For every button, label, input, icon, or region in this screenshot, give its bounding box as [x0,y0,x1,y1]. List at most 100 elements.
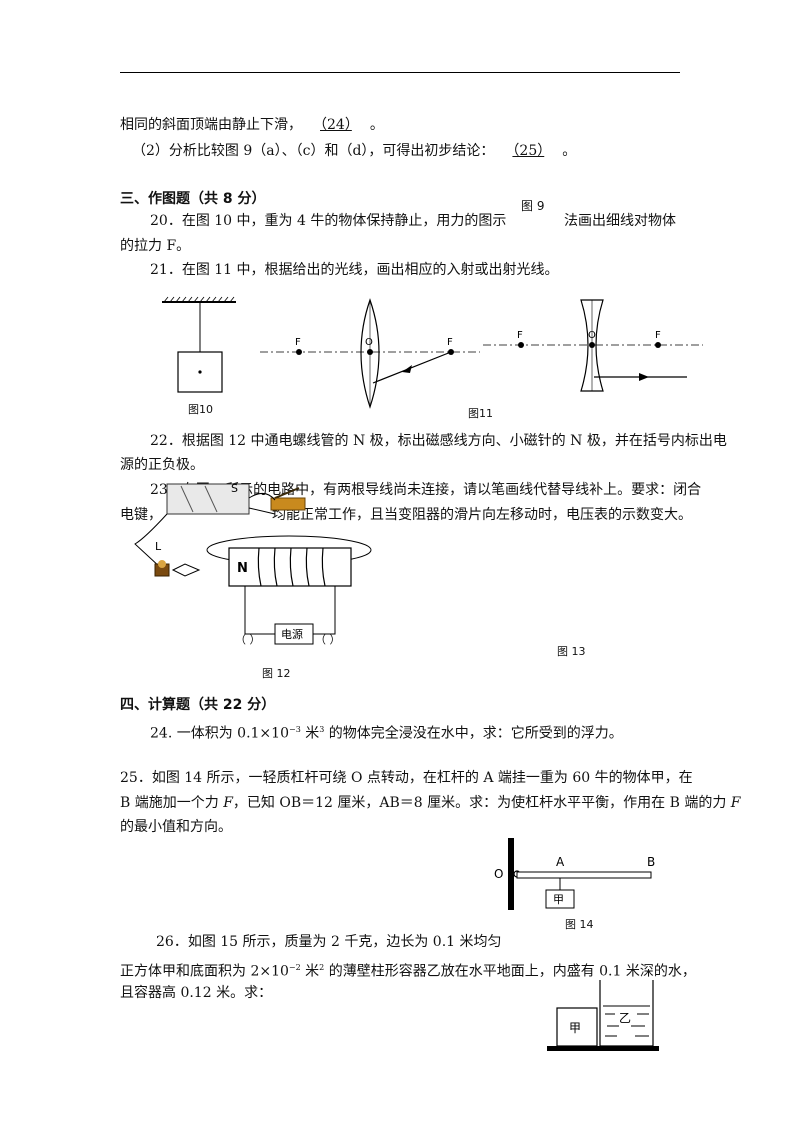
wire-2 [134,513,168,569]
switch-base [270,497,306,511]
ray-through-focus [372,351,452,384]
circuit-wire-left [244,586,275,635]
q19-continuation-end: 。 [369,117,384,133]
f-label-4: F [655,330,661,341]
container-yi-label: 乙 [619,1011,631,1025]
o-label: O [494,867,503,881]
q25-f-symbol: F [223,795,233,811]
o-label-2: O [588,330,596,341]
q26-line1: 26．如图 15 所示，质量为 2 千克，边长为 0.1 米均匀 [156,934,502,950]
q20-line2: 的拉力 F。 [120,238,191,254]
b-label: B [647,855,655,869]
bracket-right: （ ） [315,633,341,646]
q19-part2-end: 。 [562,143,577,159]
fig10-caption: 图10 [188,403,213,416]
q19-continuation: 相同的斜面顶端由静止下滑， （24） 。 [120,115,384,135]
lamp-bulb [158,560,166,568]
object-jia [545,889,575,909]
q20-line1: 20．在图 10 中，重为 4 牛的物体保持静止，用力的图示 [150,211,506,231]
concave-lens [580,299,604,392]
fig9-caption: 图 9 [521,199,545,213]
q25-line2-b: ，已知 OB＝12 厘米，AB＝8 厘米。求：为使杠杆水平平衡，作用在 B 端的… [232,795,731,811]
f-label-2: F [447,337,453,348]
fig14-caption: 图 14 [565,918,594,931]
solenoid-coils [257,547,326,587]
figure-14: O A B 甲 [494,838,655,910]
q24-text: 24. 一体积为 0.1×10−3 米3 的物体完全浸没在水中，求：它所受到的浮… [150,720,623,744]
o-label-1: O [365,337,373,348]
optical-center-left [367,349,373,355]
s-label: S [231,482,238,495]
q26-line3: 且容器高 0.12 米。求： [120,985,273,1001]
q22-line1: 22．根据图 12 中通电螺线管的 N 极，标出磁感线方向、小磁针的 N 极，并… [150,433,727,449]
ceiling-hatch [163,296,235,303]
block-center-dot [198,370,202,374]
q26-line2-b: 米 [300,963,320,980]
q23-line2-a: 电键， [120,507,162,523]
q20-text-a: 20．在图 10 中，重为 4 牛的物体保持静止，用力的图示 [150,213,507,229]
battery-cell-2 [204,485,218,513]
header-rule [120,72,680,73]
q23-line2-b: 均能正常工作，且当变阻器的滑片向左移动时，电压表的示数变大。 [272,507,692,523]
ray-arrow-right [639,373,649,381]
l-label: L [155,540,162,553]
cube-jia [556,1007,598,1047]
small-compass [171,563,201,577]
q24-a: 24. 一体积为 0.1×10 [150,725,289,742]
q26-line2-c: 的薄壁柱形容器乙放在水平地面上，内盛有 0.1 米深的水， [324,963,696,980]
battery-cell-1 [180,485,194,513]
q23-line1-b: 所示的电路中，有两根导线尚未连接，请以笔画线代替导线补上。要求：闭合 [225,482,702,498]
q25-line2: B 端施加一个力 F，已知 OB＝12 厘米，AB＝8 厘米。求：为使杠杆水平平… [120,793,741,813]
wall [508,838,514,910]
bracket-left: （ ） [235,633,261,646]
figure-10 [162,296,236,393]
fig12-caption: 图 12 [262,667,291,680]
wire-3 [248,507,276,515]
wire-1 [248,493,276,501]
f-label-3: F [517,330,523,341]
q19-continuation-text: 相同的斜面顶端由静止下滑， [120,117,302,133]
f-label-1: F [295,337,301,348]
n-pole-label: N [237,561,248,576]
cube-jia-label: 甲 [569,1021,581,1035]
q26-line2-a: 正方体甲和底面积为 2×10 [120,963,289,980]
power-source-label: 电源 [281,627,303,641]
section4-title: 四、计算题（共 22 分） [120,697,276,713]
switch-lever [274,487,300,499]
a-label: A [556,855,565,869]
ground [547,1046,659,1051]
optical-center-right [589,342,595,348]
blank-24: （24） [320,117,352,133]
figure-15: 甲 乙 [547,980,659,1051]
q24-sup2: 3 [319,725,325,734]
q25-f-symbol-2: F [730,795,741,811]
q23-line2: 电键， 均能正常工作，且当变阻器的滑片向左移动时，电压表的示数变大。 [120,505,692,525]
q20-line1b: 法画出细线对物体 [564,213,676,229]
jia-label: 甲 [553,893,564,906]
q24-b: 米 [300,725,320,742]
q19-part2-text: （2）分析比较图 9（a）、（c）和（d），可得出初步结论： [132,143,495,159]
circuit-wire-right [313,586,336,635]
ray-arrow-left [402,365,412,373]
figure-11: F O F F O F [260,298,703,409]
fig13-caption: 图 13 [557,645,586,658]
water-dashes [605,1013,649,1037]
blank-25: （25） [512,143,545,159]
q25-line3: 的最小值和方向。 [120,819,232,835]
battery-box [166,483,250,515]
hanging-block [177,351,223,393]
power-source-box [274,623,314,645]
q19-part2: （2）分析比较图 9（a）、（c）和（d），可得出初步结论： （25） 。 [132,141,576,161]
q25-line1: 25．如图 14 所示，一轻质杠杆可绕 O 点转动，在杠杆的 A 端挂一重为 6… [120,770,693,786]
q24-c: 的物体完全浸没在水中，求：它所受到的浮力。 [324,725,623,742]
q26-sup2: 2 [319,963,325,972]
fig11-caption: 图11 [468,407,493,420]
q22-line2: 源的正负极。 [120,457,204,473]
q26-sup1: −2 [288,963,301,972]
focal-point-left-1 [296,349,302,355]
q26-line2: 正方体甲和底面积为 2×10−2 米2 的薄壁柱形容器乙放在水平地面上，内盛有 … [120,958,696,982]
focal-point-right-2 [655,342,661,348]
focal-point-right-1 [518,342,524,348]
q21-text: 21．在图 11 中，根据给出的光线，画出相应的入射或出射光线。 [150,262,559,278]
section3-title: 三、作图题（共 8 分） [120,191,266,207]
